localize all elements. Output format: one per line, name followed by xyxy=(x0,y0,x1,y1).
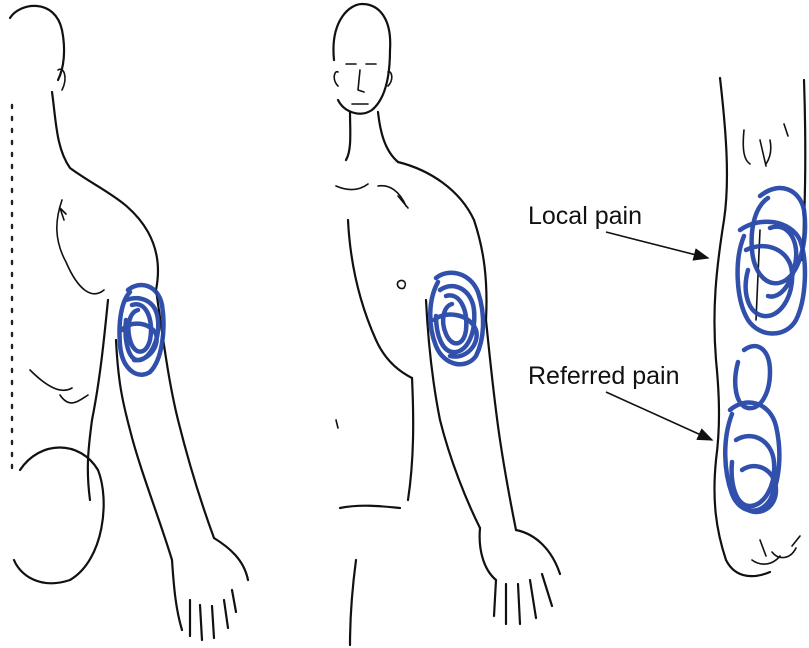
leg-knee-lines xyxy=(743,124,788,166)
front-chest-line xyxy=(348,220,412,378)
front-arm-pain-marking xyxy=(430,273,483,365)
referred-pain-label: Referred pain xyxy=(528,362,679,390)
leg-toes xyxy=(752,536,800,564)
back-buttock xyxy=(14,448,104,584)
front-shoulder-right xyxy=(398,162,487,320)
front-torso-side xyxy=(340,378,413,645)
local-pain-label: Local pain xyxy=(528,202,642,230)
referred-pain-arrow xyxy=(606,392,712,440)
back-head-outline xyxy=(10,6,64,80)
referred-pain-annotation: Referred pain xyxy=(528,362,712,440)
front-view-figure xyxy=(333,4,560,645)
front-clavicle xyxy=(336,184,408,208)
back-lower-lines xyxy=(30,370,88,403)
scapula-spine xyxy=(60,208,66,220)
back-view-figure xyxy=(10,6,248,640)
back-neck-shoulder xyxy=(52,92,158,290)
front-hand xyxy=(480,528,560,624)
front-face-features xyxy=(334,64,392,104)
front-navel xyxy=(336,420,338,428)
leg-view-figure xyxy=(714,78,805,576)
front-neck xyxy=(346,112,398,162)
leg-local-pain-marking xyxy=(738,188,805,333)
front-head-outline xyxy=(333,4,390,114)
back-hand xyxy=(172,538,248,640)
front-nipple xyxy=(397,280,405,288)
scapula-outline xyxy=(57,200,104,294)
front-arm-outer xyxy=(486,320,516,530)
leg-referred-pain-marking xyxy=(725,346,779,512)
local-pain-arrow xyxy=(606,232,708,258)
local-pain-annotation: Local pain xyxy=(528,202,708,258)
